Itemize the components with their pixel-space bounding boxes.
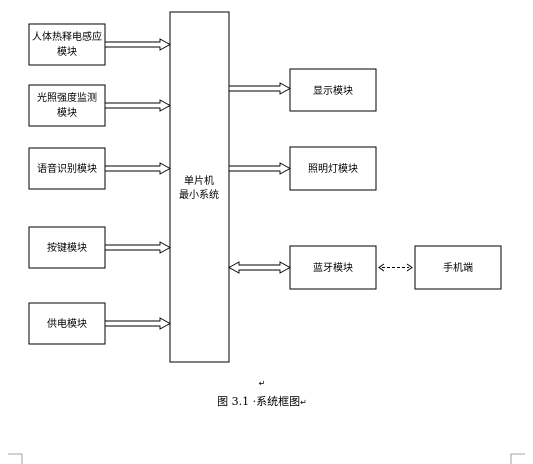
arrow-mcu-to-lighting [228, 162, 291, 175]
figure-caption: 图 3.1 ·系统框图↵ [217, 395, 307, 408]
light-intensity-label-line2: 模块 [57, 107, 77, 119]
arrow-keys-to-mcu [104, 241, 171, 254]
figure-caption-text: 图 3.1 ·系统框图 [217, 395, 300, 408]
power-supply-label: 供电模块 [47, 317, 87, 330]
pir-sensor-label-line1: 人体热释电感应 [32, 30, 102, 43]
light-intensity-label-line1: 光照强度监测 [37, 91, 97, 104]
arrow-voice-to-mcu [104, 162, 171, 175]
phone-label: 手机端 [443, 261, 473, 274]
bluetooth-module: 蓝牙模块 [289, 245, 377, 290]
phone-terminal: 手机端 [414, 245, 502, 290]
arrow-pir-to-mcu [104, 38, 171, 51]
lighting-module: 照明灯模块 [289, 146, 377, 191]
mcu-label-line1: 单片机 [184, 174, 214, 187]
keys-label: 按键模块 [47, 241, 87, 254]
keys-module: 按键模块 [28, 226, 106, 269]
display-module: 显示模块 [289, 68, 377, 112]
page-corner-marks [8, 453, 525, 464]
power-supply-module: 供电模块 [28, 302, 106, 345]
paragraph-mark: ↵ [259, 379, 266, 388]
voice-recognition-label: 语音识别模块 [37, 162, 97, 175]
mcu-label-line2: 最小系统 [179, 188, 219, 201]
pir-sensor-module: 人体热释电感应 模块 [28, 23, 106, 66]
lighting-label: 照明灯模块 [308, 163, 358, 175]
wireless-link-bluetooth-phone [378, 263, 413, 272]
display-label: 显示模块 [313, 85, 353, 97]
arrow-mcu-bluetooth-bidirectional [228, 261, 291, 274]
arrow-light-to-mcu [104, 99, 171, 112]
mcu-minimum-system: 单片机 最小系统 [169, 11, 230, 363]
voice-recognition-module: 语音识别模块 [28, 147, 106, 190]
bluetooth-label: 蓝牙模块 [313, 262, 353, 274]
pir-sensor-label-line2: 模块 [57, 46, 77, 58]
light-intensity-module: 光照强度监测 模块 [28, 84, 106, 127]
caption-trailing-mark: ↵ [300, 398, 307, 407]
arrow-mcu-to-display [228, 82, 291, 95]
arrow-power-to-mcu [104, 317, 171, 330]
